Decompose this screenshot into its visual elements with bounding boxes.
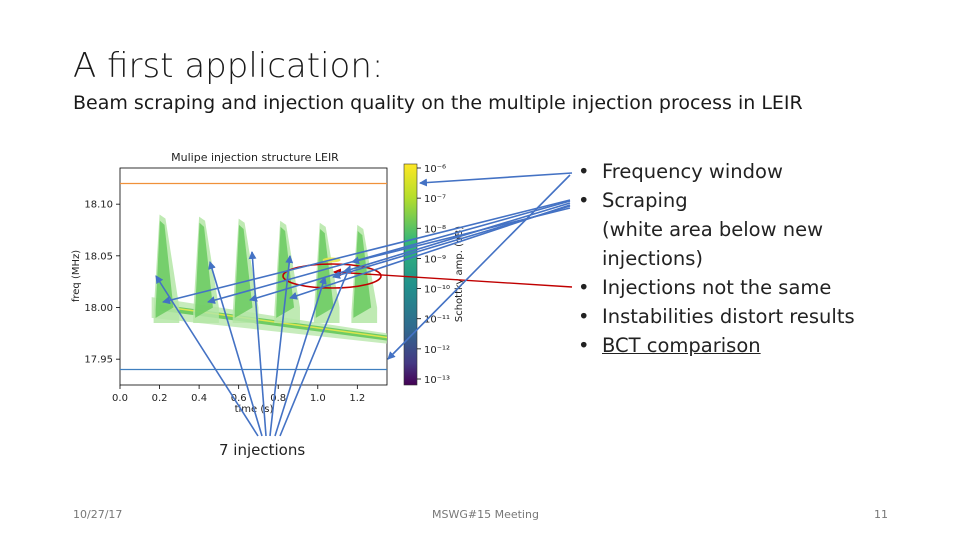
footer-page-number: 11 <box>874 508 888 521</box>
bullet-list: Frequency window Scraping (white area be… <box>578 157 948 360</box>
colorbar-tick-label: 10⁻⁸ <box>424 224 446 235</box>
x-axis-ticks: 0.0 0.2 0.4 0.6 0.8 1.0 1.2 <box>112 385 365 404</box>
x-tick-label: 1.2 <box>349 393 365 404</box>
annotation-arrow <box>269 255 294 437</box>
injection-wedge-core <box>234 224 253 318</box>
injection-wedge-core <box>195 222 213 318</box>
annotation-arrow <box>279 265 352 437</box>
bullet-item: Instabilities distort results <box>578 302 948 331</box>
annotation-arrow <box>207 200 571 304</box>
colorbar-tick-label: 10⁻¹² <box>424 345 450 356</box>
colorbar-tick-label: 10⁻¹⁰ <box>424 285 450 296</box>
colorbar-tick-label: 10⁻¹¹ <box>424 315 450 326</box>
bullet-item: BCT comparison <box>578 331 948 360</box>
annotation-arrow <box>419 172 573 187</box>
injection-wedge-core <box>155 220 174 318</box>
bullet-text-underlined: BCT comparison <box>602 334 761 357</box>
injection-wedge-core <box>315 228 334 318</box>
bullet-item: Injections not the same <box>578 273 948 302</box>
bullet-continuation: (white area below new <box>602 218 824 241</box>
x-tick-label: 0.6 <box>231 393 247 404</box>
colorbar-tick-label: 10⁻⁶ <box>424 164 446 175</box>
annotation-arrow <box>274 276 327 437</box>
annotation-arrow <box>155 275 259 437</box>
x-tick-label: 0.4 <box>191 393 207 404</box>
annotation-arrow <box>208 261 263 437</box>
annotation-arrow <box>351 207 571 265</box>
slide-title: A first application: <box>73 46 384 86</box>
x-tick-label: 0.2 <box>152 393 168 404</box>
annotation-arrow <box>248 251 267 437</box>
y-tick-label: 18.05 <box>84 251 113 262</box>
colorbar-tick-label: 10⁻¹³ <box>424 375 450 386</box>
footer-date: 10/27/17 <box>73 508 123 521</box>
x-tick-label: 0.8 <box>270 393 286 404</box>
x-tick-label: 0.0 <box>112 393 128 404</box>
y-tick-label: 18.10 <box>84 200 113 211</box>
colorbar-ticks: 10⁻⁶ 10⁻⁷ 10⁻⁸ 10⁻⁹ 10⁻¹⁰ 10⁻¹¹ 10⁻¹² 10⁻¹³ <box>417 164 450 386</box>
annotation-arrows <box>155 172 573 437</box>
colorbar-tick-label: 10⁻⁷ <box>424 194 446 205</box>
bullet-item: Frequency window <box>578 157 948 186</box>
chart-title: Mulipe injection structure LEIR <box>171 151 339 164</box>
colorbar <box>403 163 418 386</box>
injections-label: 7 injections <box>219 441 306 459</box>
annotation-arrow <box>387 174 571 360</box>
annotation-arrow <box>249 202 571 302</box>
y-tick-label: 17.95 <box>84 355 113 366</box>
instability-arrow <box>333 268 573 288</box>
colorbar-tick-label: 10⁻⁹ <box>424 254 446 265</box>
reference-lines <box>120 182 387 371</box>
bullet-continuation: injections) <box>602 247 704 270</box>
y-axis-label: freq (MHz) <box>71 250 82 302</box>
y-axis-ticks: 18.10 18.05 18.00 17.95 <box>84 200 120 366</box>
x-tick-label: 1.0 <box>310 393 326 404</box>
annotation-arrow <box>162 199 571 305</box>
highlight-ellipse <box>282 263 382 289</box>
footer-meeting: MSWG#15 Meeting <box>432 508 539 521</box>
slide-subtitle: Beam scraping and injection quality on t… <box>73 92 803 114</box>
colorbar-label: Schottky amp. (dB) <box>454 226 465 322</box>
bullet-item: Scraping <box>578 186 948 215</box>
y-tick-label: 18.00 <box>84 303 113 314</box>
